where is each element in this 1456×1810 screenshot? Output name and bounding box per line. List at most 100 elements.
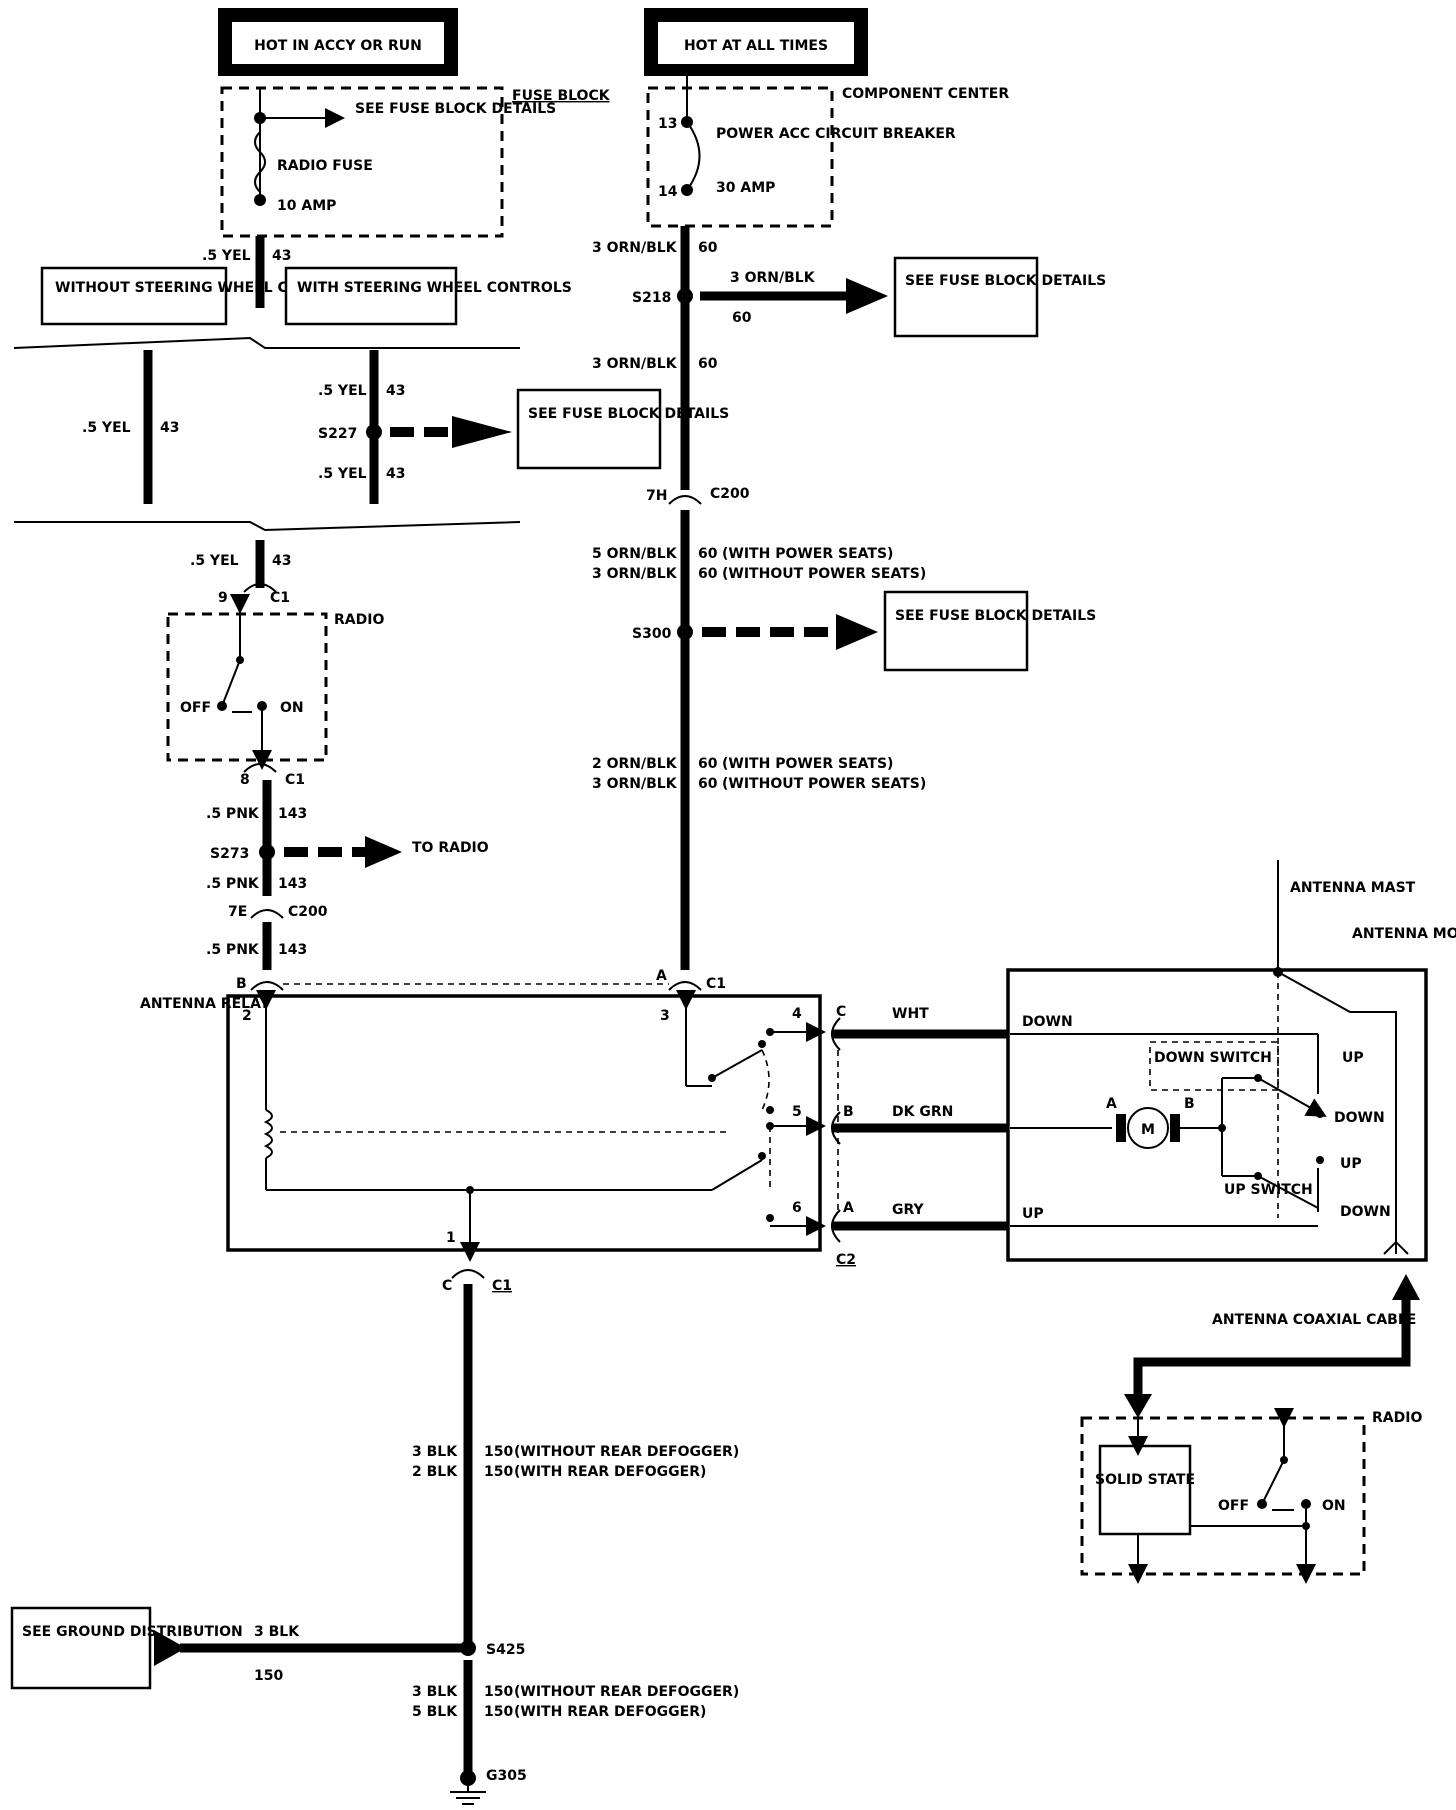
motor-symbol: M — [1141, 1122, 1155, 1138]
svg-text:DOWN: DOWN — [1334, 1110, 1385, 1126]
svg-text:2 ORN/BLK: 2 ORN/BLK — [592, 756, 678, 772]
svg-text:B: B — [1184, 1096, 1195, 1112]
svg-text:B: B — [236, 976, 247, 992]
svg-text:(WITH POWER SEATS): (WITH POWER SEATS) — [722, 756, 893, 772]
svg-text:60: 60 — [698, 776, 718, 792]
svg-text:B: B — [843, 1104, 854, 1120]
svg-text:2: 2 — [242, 1008, 252, 1024]
svg-text:.5 YEL: .5 YEL — [202, 248, 251, 264]
svg-text:SEE FUSE BLOCK DETAILS: SEE FUSE BLOCK DETAILS — [528, 406, 729, 422]
svg-text:A: A — [656, 968, 667, 984]
svg-text:3: 3 — [660, 1008, 670, 1024]
svg-text:WITH STEERING WHEEL CONTROLS: WITH STEERING WHEEL CONTROLS — [297, 280, 572, 296]
svg-text:OFF: OFF — [180, 700, 211, 716]
svg-text:(WITHOUT POWER SEATS): (WITHOUT POWER SEATS) — [722, 566, 926, 582]
svg-text:150: 150 — [484, 1684, 513, 1700]
splice-s218: S218 — [632, 290, 671, 306]
svg-text:A: A — [1106, 1096, 1117, 1112]
svg-text:A: A — [843, 1200, 854, 1216]
svg-text:60: 60 — [698, 546, 718, 562]
svg-text:C: C — [442, 1278, 452, 1294]
svg-text:3 ORN/BLK: 3 ORN/BLK — [592, 566, 678, 582]
see-fuse-block-details-box-2: SEE FUSE BLOCK DETAILS — [516, 388, 729, 470]
svg-text:(WITH POWER SEATS): (WITH POWER SEATS) — [722, 546, 893, 562]
svg-text:5 ORN/BLK: 5 ORN/BLK — [592, 546, 678, 562]
svg-text:(WITHOUT POWER SEATS): (WITHOUT POWER SEATS) — [722, 776, 926, 792]
svg-text:150: 150 — [484, 1464, 513, 1480]
svg-text:C1: C1 — [270, 590, 290, 606]
svg-text:C1: C1 — [492, 1278, 512, 1294]
svg-text:UP: UP — [1022, 1206, 1044, 1222]
svg-text:6: 6 — [792, 1200, 802, 1216]
breaker-label: POWER ACC CIRCUIT BREAKER — [716, 126, 956, 142]
svg-text:C200: C200 — [710, 486, 750, 502]
svg-text:UP: UP — [1342, 1050, 1364, 1066]
svg-text:9: 9 — [218, 590, 228, 606]
ground-symbol — [450, 1778, 486, 1805]
svg-text:DOWN: DOWN — [1340, 1204, 1391, 1220]
antenna-mast-label: ANTENNA MAST — [1290, 880, 1416, 896]
svg-text:ON: ON — [1322, 1498, 1346, 1514]
svg-text:43: 43 — [272, 248, 291, 264]
svg-text:3 ORN/BLK: 3 ORN/BLK — [730, 270, 816, 286]
svg-text:143: 143 — [278, 806, 307, 822]
see-fuse-block-details-box-3: SEE FUSE BLOCK DETAILS — [883, 590, 1096, 672]
svg-text:OFF: OFF — [1218, 1498, 1249, 1514]
svg-text:COMPONENT CENTER: COMPONENT CENTER — [842, 86, 1009, 102]
svg-text:60: 60 — [698, 240, 718, 256]
svg-text:C: C — [836, 1004, 846, 1020]
fuse-block-label: FUSE BLOCK — [512, 88, 611, 104]
svg-text:5: 5 — [792, 1104, 802, 1120]
svg-text:C200: C200 — [288, 904, 328, 920]
antenna-coaxial-cable: ANTENNA COAXIAL CABLE — [1124, 1274, 1420, 1418]
svg-text:143: 143 — [278, 942, 307, 958]
svg-text:60: 60 — [698, 356, 718, 372]
svg-text:2 BLK: 2 BLK — [412, 1464, 458, 1480]
svg-text:DK GRN: DK GRN — [892, 1104, 953, 1120]
svg-text:150: 150 — [254, 1668, 283, 1684]
svg-text:.5 PNK: .5 PNK — [206, 876, 260, 892]
svg-text:SEE GROUND DISTRIBUTION: SEE GROUND DISTRIBUTION — [22, 1624, 243, 1640]
svg-text:GRY: GRY — [892, 1202, 925, 1218]
svg-text:7H: 7H — [646, 488, 667, 504]
relay-outputs: C B A C2 WHT DK GRN GRY — [831, 1004, 1008, 1268]
svg-text:ANTENNA RELAY: ANTENNA RELAY — [140, 996, 271, 1012]
svg-text:(WITHOUT REAR DEFOGGER): (WITHOUT REAR DEFOGGER) — [514, 1684, 739, 1700]
svg-text:43: 43 — [160, 420, 179, 436]
splice-s227: S227 — [318, 426, 357, 442]
svg-text:SEE FUSE BLOCK DETAILS: SEE FUSE BLOCK DETAILS — [905, 273, 1106, 289]
header-hot-in-accy-or-run: HOT IN ACCY OR RUN — [218, 8, 458, 76]
radio-solid-state: RADIO SOLID STATE OFF ON — [1080, 1408, 1422, 1584]
svg-text:C1: C1 — [285, 772, 305, 788]
svg-text:.5 PNK: .5 PNK — [206, 942, 260, 958]
to-radio-label: TO RADIO — [412, 840, 489, 856]
component-center: COMPONENT CENTER 13 14 POWER ACC CIRCUIT… — [646, 76, 1009, 228]
solid-state-label: SOLID STATE — [1095, 1472, 1195, 1488]
svg-text:8: 8 — [240, 772, 250, 788]
svg-text:ON: ON — [280, 700, 304, 716]
ground-g305: G305 — [486, 1768, 527, 1784]
fuse-block: FUSE BLOCK SEE FUSE BLOCK DETAILS RADIO … — [220, 86, 611, 238]
svg-text:C1: C1 — [706, 976, 726, 992]
svg-text:ANTENNA MOTOR: ANTENNA MOTOR — [1352, 926, 1456, 942]
svg-text:UP: UP — [1340, 1156, 1362, 1172]
svg-text:14: 14 — [658, 184, 678, 200]
down-switch-label: DOWN SWITCH — [1154, 1050, 1272, 1066]
svg-text:60: 60 — [698, 566, 718, 582]
radio-switch: RADIO OFF ON — [166, 594, 384, 770]
svg-text:(WITHOUT REAR DEFOGGER): (WITHOUT REAR DEFOGGER) — [514, 1444, 739, 1460]
up-switch-label: UP SWITCH — [1224, 1182, 1313, 1198]
svg-text:3 ORN/BLK: 3 ORN/BLK — [592, 356, 678, 372]
svg-text:.5 YEL: .5 YEL — [318, 383, 367, 399]
svg-text:HOT IN ACCY OR RUN: HOT IN ACCY OR RUN — [254, 38, 422, 54]
svg-text:43: 43 — [272, 553, 291, 569]
header-hot-at-all-times: HOT AT ALL TIMES — [644, 8, 868, 76]
svg-text:HOT AT ALL TIMES: HOT AT ALL TIMES — [684, 38, 828, 54]
option-with-steering-wheel-controls: WITH STEERING WHEEL CONTROLS — [284, 266, 572, 326]
svg-text:3 BLK: 3 BLK — [412, 1444, 458, 1460]
svg-text:150: 150 — [484, 1704, 513, 1720]
svg-text:7E: 7E — [228, 904, 247, 920]
svg-text:ANTENNA COAXIAL CABLE: ANTENNA COAXIAL CABLE — [1212, 1312, 1416, 1328]
svg-text:C2: C2 — [836, 1252, 856, 1268]
